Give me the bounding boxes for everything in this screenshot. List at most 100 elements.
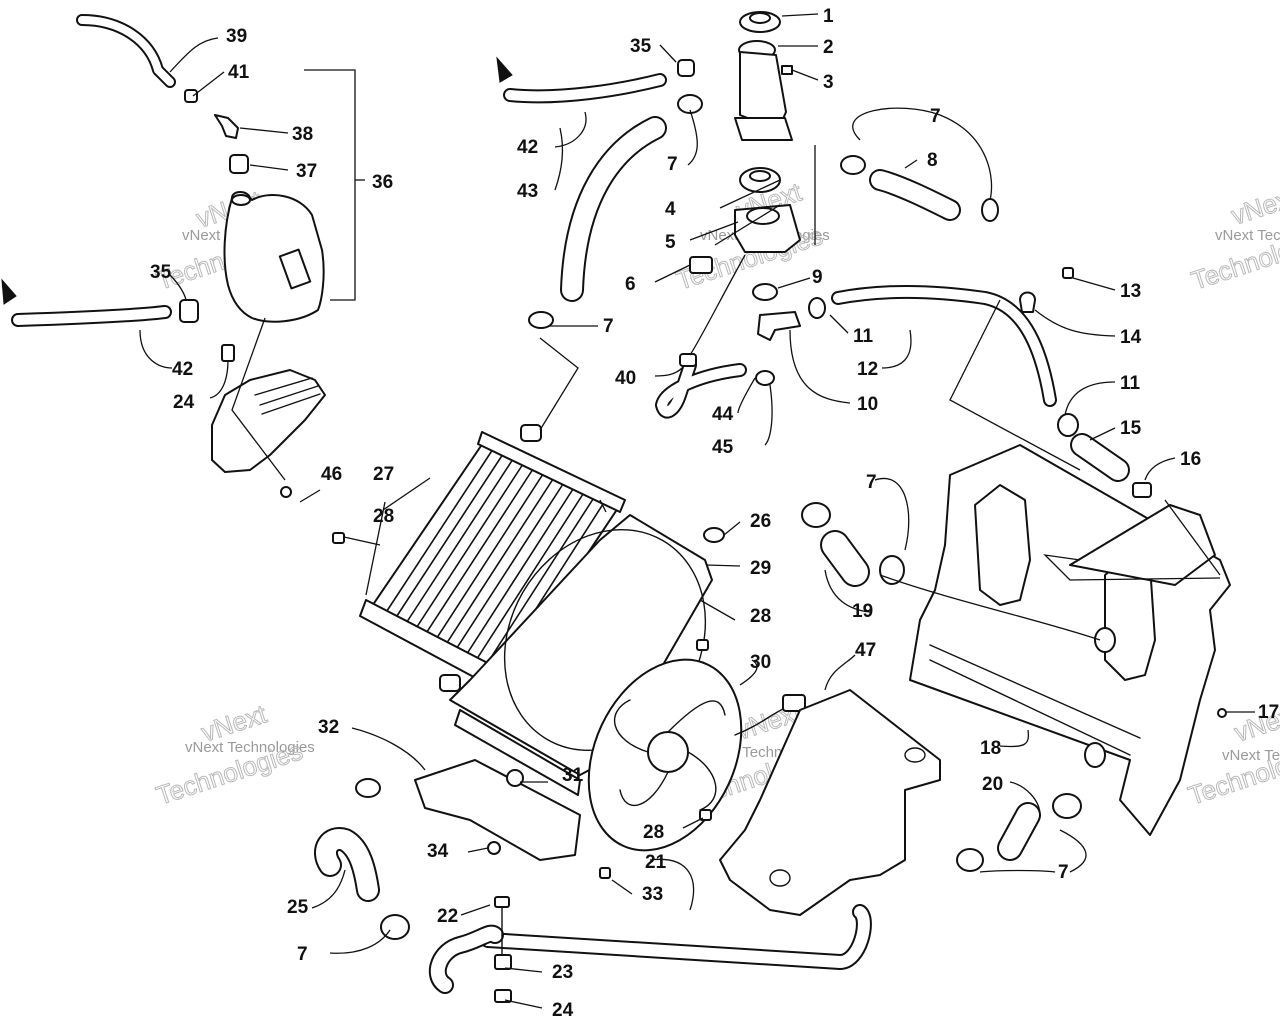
watermark-line-1: vNext xyxy=(1228,181,1280,230)
callout-9: 9 xyxy=(812,267,823,288)
hose-39-inner xyxy=(78,16,174,86)
front-frame-18 xyxy=(909,444,1231,836)
callout-43: 43 xyxy=(517,181,538,202)
callout-45: 45 xyxy=(712,437,734,458)
clamp-7-c xyxy=(677,94,703,114)
callout-40: 40 xyxy=(615,368,636,389)
bushing-35-top xyxy=(677,59,695,77)
radiator-fins xyxy=(380,445,606,680)
callout-38: 38 xyxy=(292,124,313,145)
callout-35: 35 xyxy=(150,262,172,283)
clamp-9 xyxy=(752,283,778,301)
skid-plate-47 xyxy=(719,689,941,916)
clamp-7-d xyxy=(528,311,554,329)
clamp-7-i xyxy=(1052,793,1082,819)
frame-crossbar xyxy=(1069,504,1216,586)
callout-23: 23 xyxy=(552,962,573,983)
flow-arrow-top xyxy=(496,56,513,83)
callout-42: 42 xyxy=(172,359,193,380)
clamp-41 xyxy=(184,89,198,103)
radiator-top-tank xyxy=(477,431,626,513)
clamp-7-a xyxy=(840,155,866,175)
watermark-caption: vNext Technologies xyxy=(1215,227,1280,244)
callout-2: 2 xyxy=(823,37,834,58)
callout-27: 27 xyxy=(373,464,394,485)
reservoir-label xyxy=(278,248,312,290)
callout-47: 47 xyxy=(855,640,876,661)
callout-24: 24 xyxy=(552,1000,574,1021)
callout-7: 7 xyxy=(930,106,941,127)
callout-36: 36 xyxy=(372,172,393,193)
callout-46: 46 xyxy=(321,464,342,485)
callout-22: 22 xyxy=(437,906,458,927)
bolt-13 xyxy=(1062,267,1074,279)
callout-5: 5 xyxy=(665,232,676,253)
callout-labels: 1 2 3 4 5 6 7 7 7 7 7 7 8 9 10 11 11 12 … xyxy=(150,6,1279,1021)
flow-arrow-left xyxy=(1,278,17,305)
callout-14: 14 xyxy=(1120,327,1142,348)
callout-1: 1 xyxy=(823,6,834,27)
callout-29: 29 xyxy=(750,558,771,579)
fan-wire xyxy=(734,707,786,736)
elbow-hose-10 xyxy=(757,311,801,341)
shroud-lower-bracket xyxy=(454,709,581,796)
bolt-22 xyxy=(494,896,510,908)
callout-32: 32 xyxy=(318,717,339,738)
callout-12: 12 xyxy=(857,359,878,380)
elbow-fitting-38 xyxy=(214,114,239,139)
callout-7: 7 xyxy=(297,944,308,965)
callout-26: 26 xyxy=(750,511,771,532)
bolt-46 xyxy=(280,486,292,498)
bracket-32 xyxy=(414,759,581,861)
clamp-7-g xyxy=(801,502,831,528)
nut-24-upper xyxy=(221,344,235,362)
callout-44: 44 xyxy=(712,404,734,425)
callout-28: 28 xyxy=(750,606,771,627)
callout-20: 20 xyxy=(982,774,1003,795)
callout-21: 21 xyxy=(645,852,667,873)
callout-39: 39 xyxy=(226,26,247,47)
callout-11: 11 xyxy=(853,326,874,347)
callout-11: 11 xyxy=(1120,373,1141,394)
reservoir-neck xyxy=(231,194,251,206)
watermark-caption: vNext Technologies xyxy=(185,739,315,756)
callout-28: 28 xyxy=(643,822,664,843)
callout-15: 15 xyxy=(1120,418,1142,439)
callout-13: 13 xyxy=(1120,281,1141,302)
grommet-37 xyxy=(229,154,249,174)
callout-35: 35 xyxy=(630,36,652,57)
callout-37: 37 xyxy=(296,161,317,182)
bolt-28-b xyxy=(696,639,709,651)
reservoir-group xyxy=(1,14,326,498)
clamp-35-left xyxy=(179,299,199,323)
callout-7: 7 xyxy=(1058,862,1069,883)
frame-and-lower-hoses xyxy=(428,444,1231,1003)
callout-24: 24 xyxy=(173,392,195,413)
callout-3: 3 xyxy=(823,72,834,93)
callout-7: 7 xyxy=(603,316,614,337)
callout-18: 18 xyxy=(980,738,1001,759)
callout-30: 30 xyxy=(750,652,771,673)
callout-8: 8 xyxy=(927,150,938,171)
reservoir-bracket xyxy=(211,369,326,473)
callout-19: 19 xyxy=(852,601,873,622)
grommet-31 xyxy=(506,769,524,787)
callout-10: 10 xyxy=(857,394,878,415)
clamp-45 xyxy=(755,370,775,386)
bolt-33 xyxy=(599,867,611,879)
clamp-7-b xyxy=(981,198,999,222)
bolt-28-a xyxy=(332,532,345,544)
clip-16 xyxy=(1132,482,1152,498)
callout-34: 34 xyxy=(427,841,449,862)
bolt-17 xyxy=(1217,708,1227,718)
clip-14 xyxy=(1019,291,1036,313)
clamp-40 xyxy=(679,353,697,367)
clamp-11-lower xyxy=(1057,413,1079,437)
bolt-28-c xyxy=(699,809,712,821)
callout-7: 7 xyxy=(667,154,678,175)
frame-fitting-lower xyxy=(1084,742,1106,768)
radiator-outlet xyxy=(439,674,461,692)
callout-16: 16 xyxy=(1180,449,1201,470)
callout-41: 41 xyxy=(228,62,250,83)
